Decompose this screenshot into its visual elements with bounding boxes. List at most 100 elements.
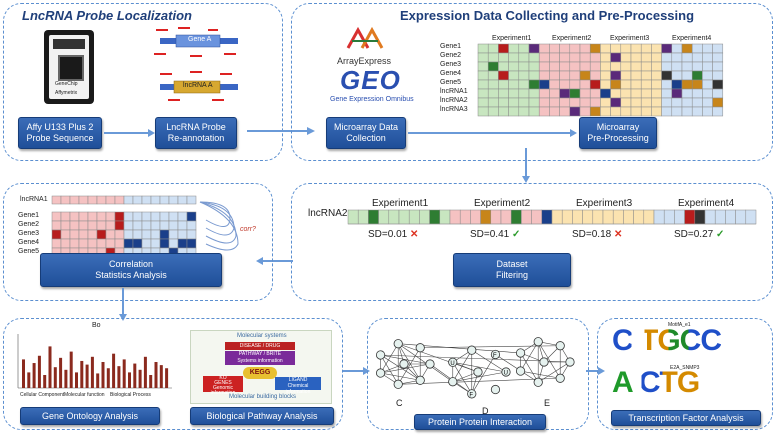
ppi-button[interactable]: Protein Protein Interaction [414, 414, 546, 430]
expression-cell [640, 61, 652, 72]
ppi-node [533, 377, 543, 387]
corr-gene-cell [60, 211, 71, 222]
probe-reannotation-button[interactable]: LncRNA Probe Re-annotation [155, 117, 237, 149]
expression-cell [508, 79, 520, 90]
expression-cell [600, 52, 611, 63]
expression-cell [528, 88, 540, 99]
expression-cell [538, 106, 550, 117]
corr-question-label: corr? [240, 226, 256, 233]
kegg-diagram: Molecular systems DISEASE / DRUG PATHWAY… [190, 330, 332, 404]
expression-cell [549, 70, 560, 81]
filter-cell [419, 209, 430, 225]
expression-cell [569, 88, 581, 99]
corr-gene-cell [96, 229, 107, 240]
expression-cell [589, 97, 601, 108]
microarray-preprocessing-button[interactable]: Microarray Pre-Processing [579, 117, 657, 149]
corr-lnc-cell [159, 195, 170, 205]
corr-gene-cell [87, 211, 98, 222]
expression-cell [498, 88, 509, 99]
filter-experiment-label: Experiment2 [474, 198, 531, 209]
expression-cell [487, 43, 499, 54]
filter-cell [541, 209, 553, 225]
arrow-to-correlation [256, 257, 293, 265]
ppi-node [375, 368, 386, 378]
gene-ontology-chart [17, 334, 172, 389]
ppi-node [415, 343, 425, 353]
expression-cell [518, 70, 530, 81]
corr-gene-cell [177, 211, 188, 222]
correlation-analysis-button[interactable]: Correlation Statistics Analysis [40, 253, 222, 287]
go-xlabel-1: Cellular Component [20, 392, 65, 398]
expression-cell [528, 79, 540, 90]
corr-gene-cell [69, 238, 80, 249]
corr-gene-cell [177, 220, 188, 231]
cross-icon: ✕ [409, 229, 419, 240]
cross-icon: ✕ [613, 229, 623, 240]
ppi-node [501, 367, 511, 377]
ppi-node [539, 357, 549, 367]
expression-cell [610, 43, 622, 54]
expression-cell [702, 61, 713, 72]
pathway-analysis-button[interactable]: Biological Pathway Analysis [190, 407, 334, 425]
arrow-to-filtering [522, 148, 530, 183]
expression-cell [498, 79, 509, 90]
expression-cell [691, 88, 703, 99]
corr-gene-cell [105, 238, 116, 249]
go-bar [149, 375, 153, 388]
filter-cell [694, 209, 706, 225]
expression-cell [681, 43, 693, 54]
corr-gene-cell [123, 211, 134, 222]
expression-cell [681, 61, 693, 72]
corr-gene-cell [78, 229, 89, 240]
expression-cell [549, 52, 560, 63]
go-bar [165, 368, 169, 388]
go-bar [64, 369, 68, 388]
expression-cell [498, 97, 509, 108]
probe-localization-panel [3, 3, 283, 161]
corr-gene-cell [177, 229, 188, 240]
ligand-box: LIGAND Chemical information [275, 377, 321, 395]
expression-cell [579, 61, 591, 72]
ppi-node-label: U [504, 371, 508, 377]
filter-cell [449, 209, 461, 225]
corr-lnc-cell [177, 195, 188, 205]
tf-analysis-button[interactable]: Transcription Factor Analysis [611, 410, 761, 426]
corr-gene-cell [132, 238, 143, 249]
corr-lnc-cell [78, 195, 89, 205]
filter-cell [612, 209, 624, 225]
corr-gene-label: Gene4 [18, 239, 40, 246]
probe-sequence-button[interactable]: Affy U133 Plus 2 Probe Sequence [18, 117, 102, 149]
corr-gene-cell [159, 238, 170, 249]
expression-cell [518, 61, 530, 72]
go-bar [85, 364, 89, 388]
microarray-collection-button[interactable]: Microarray Data Collection [326, 117, 406, 149]
expression-cell [589, 106, 601, 117]
gene-ontology-button[interactable]: Gene Ontology Analysis [20, 407, 160, 425]
expression-cell [508, 43, 520, 54]
expression-cell [651, 52, 662, 63]
ppi-node [473, 367, 483, 377]
pathway-label: PATHWAY / BRITE [238, 351, 282, 357]
expression-cell [538, 97, 550, 108]
ligand-sub: Chemical information [285, 383, 311, 395]
expression-cell [712, 43, 724, 54]
corr-lnc-cell [60, 195, 71, 205]
expression-cell [487, 70, 499, 81]
expression-cell [640, 97, 652, 108]
gene-annotation-diagram [154, 27, 238, 101]
corr-lnc-label: lncRNA1 [20, 196, 48, 203]
ppi-node [375, 350, 386, 360]
gene-a-label: Gene A [188, 36, 212, 43]
corr-gene-cell [60, 220, 71, 231]
expression-cell [600, 88, 611, 99]
expression-cell [651, 106, 662, 117]
corr-gene-cell [69, 229, 80, 240]
go-bar [101, 362, 105, 388]
filter-cell [704, 209, 716, 225]
ppi-edge [452, 371, 507, 383]
expression-cell [640, 106, 652, 117]
expression-cell [518, 43, 530, 54]
sd-text: SD=0.27 [674, 229, 716, 240]
dataset-filtering-button[interactable]: Dataset Filtering [453, 253, 571, 287]
expression-cell [579, 97, 591, 108]
